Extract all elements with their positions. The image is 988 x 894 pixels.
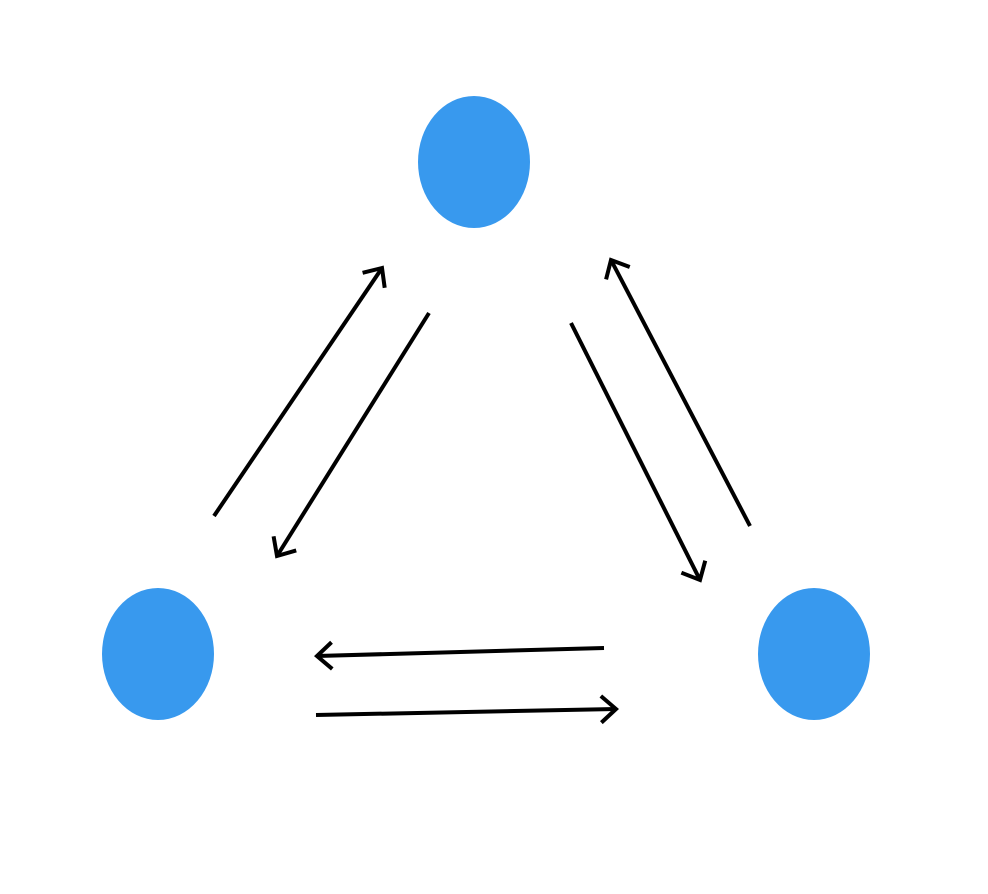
edge-line — [315, 707, 617, 717]
edge-line — [609, 259, 752, 527]
edge-line — [275, 311, 431, 558]
edge-bottom-right-to-bottom-left — [314, 640, 605, 671]
node-bottom-left — [102, 588, 214, 720]
arrowhead-icon — [362, 265, 387, 289]
node-bottom-right — [758, 588, 870, 720]
arrowhead-icon — [680, 560, 708, 583]
arrowhead-icon — [604, 257, 631, 280]
arrowhead-icon — [599, 694, 619, 725]
edge-top-to-bottom-right — [569, 322, 708, 583]
arrowhead-icon — [271, 535, 297, 559]
arrowhead-icon — [314, 640, 334, 671]
edge-top-to-bottom-left — [271, 311, 431, 559]
edge-line — [569, 322, 702, 581]
node-top — [418, 96, 530, 228]
edges-layer — [212, 257, 752, 725]
edge-line — [316, 646, 605, 658]
edge-bottom-left-to-top — [212, 265, 387, 518]
edge-line — [212, 266, 384, 518]
edge-bottom-left-to-bottom-right — [315, 694, 619, 725]
nodes-layer — [102, 96, 870, 720]
edge-bottom-right-to-top — [604, 257, 752, 527]
